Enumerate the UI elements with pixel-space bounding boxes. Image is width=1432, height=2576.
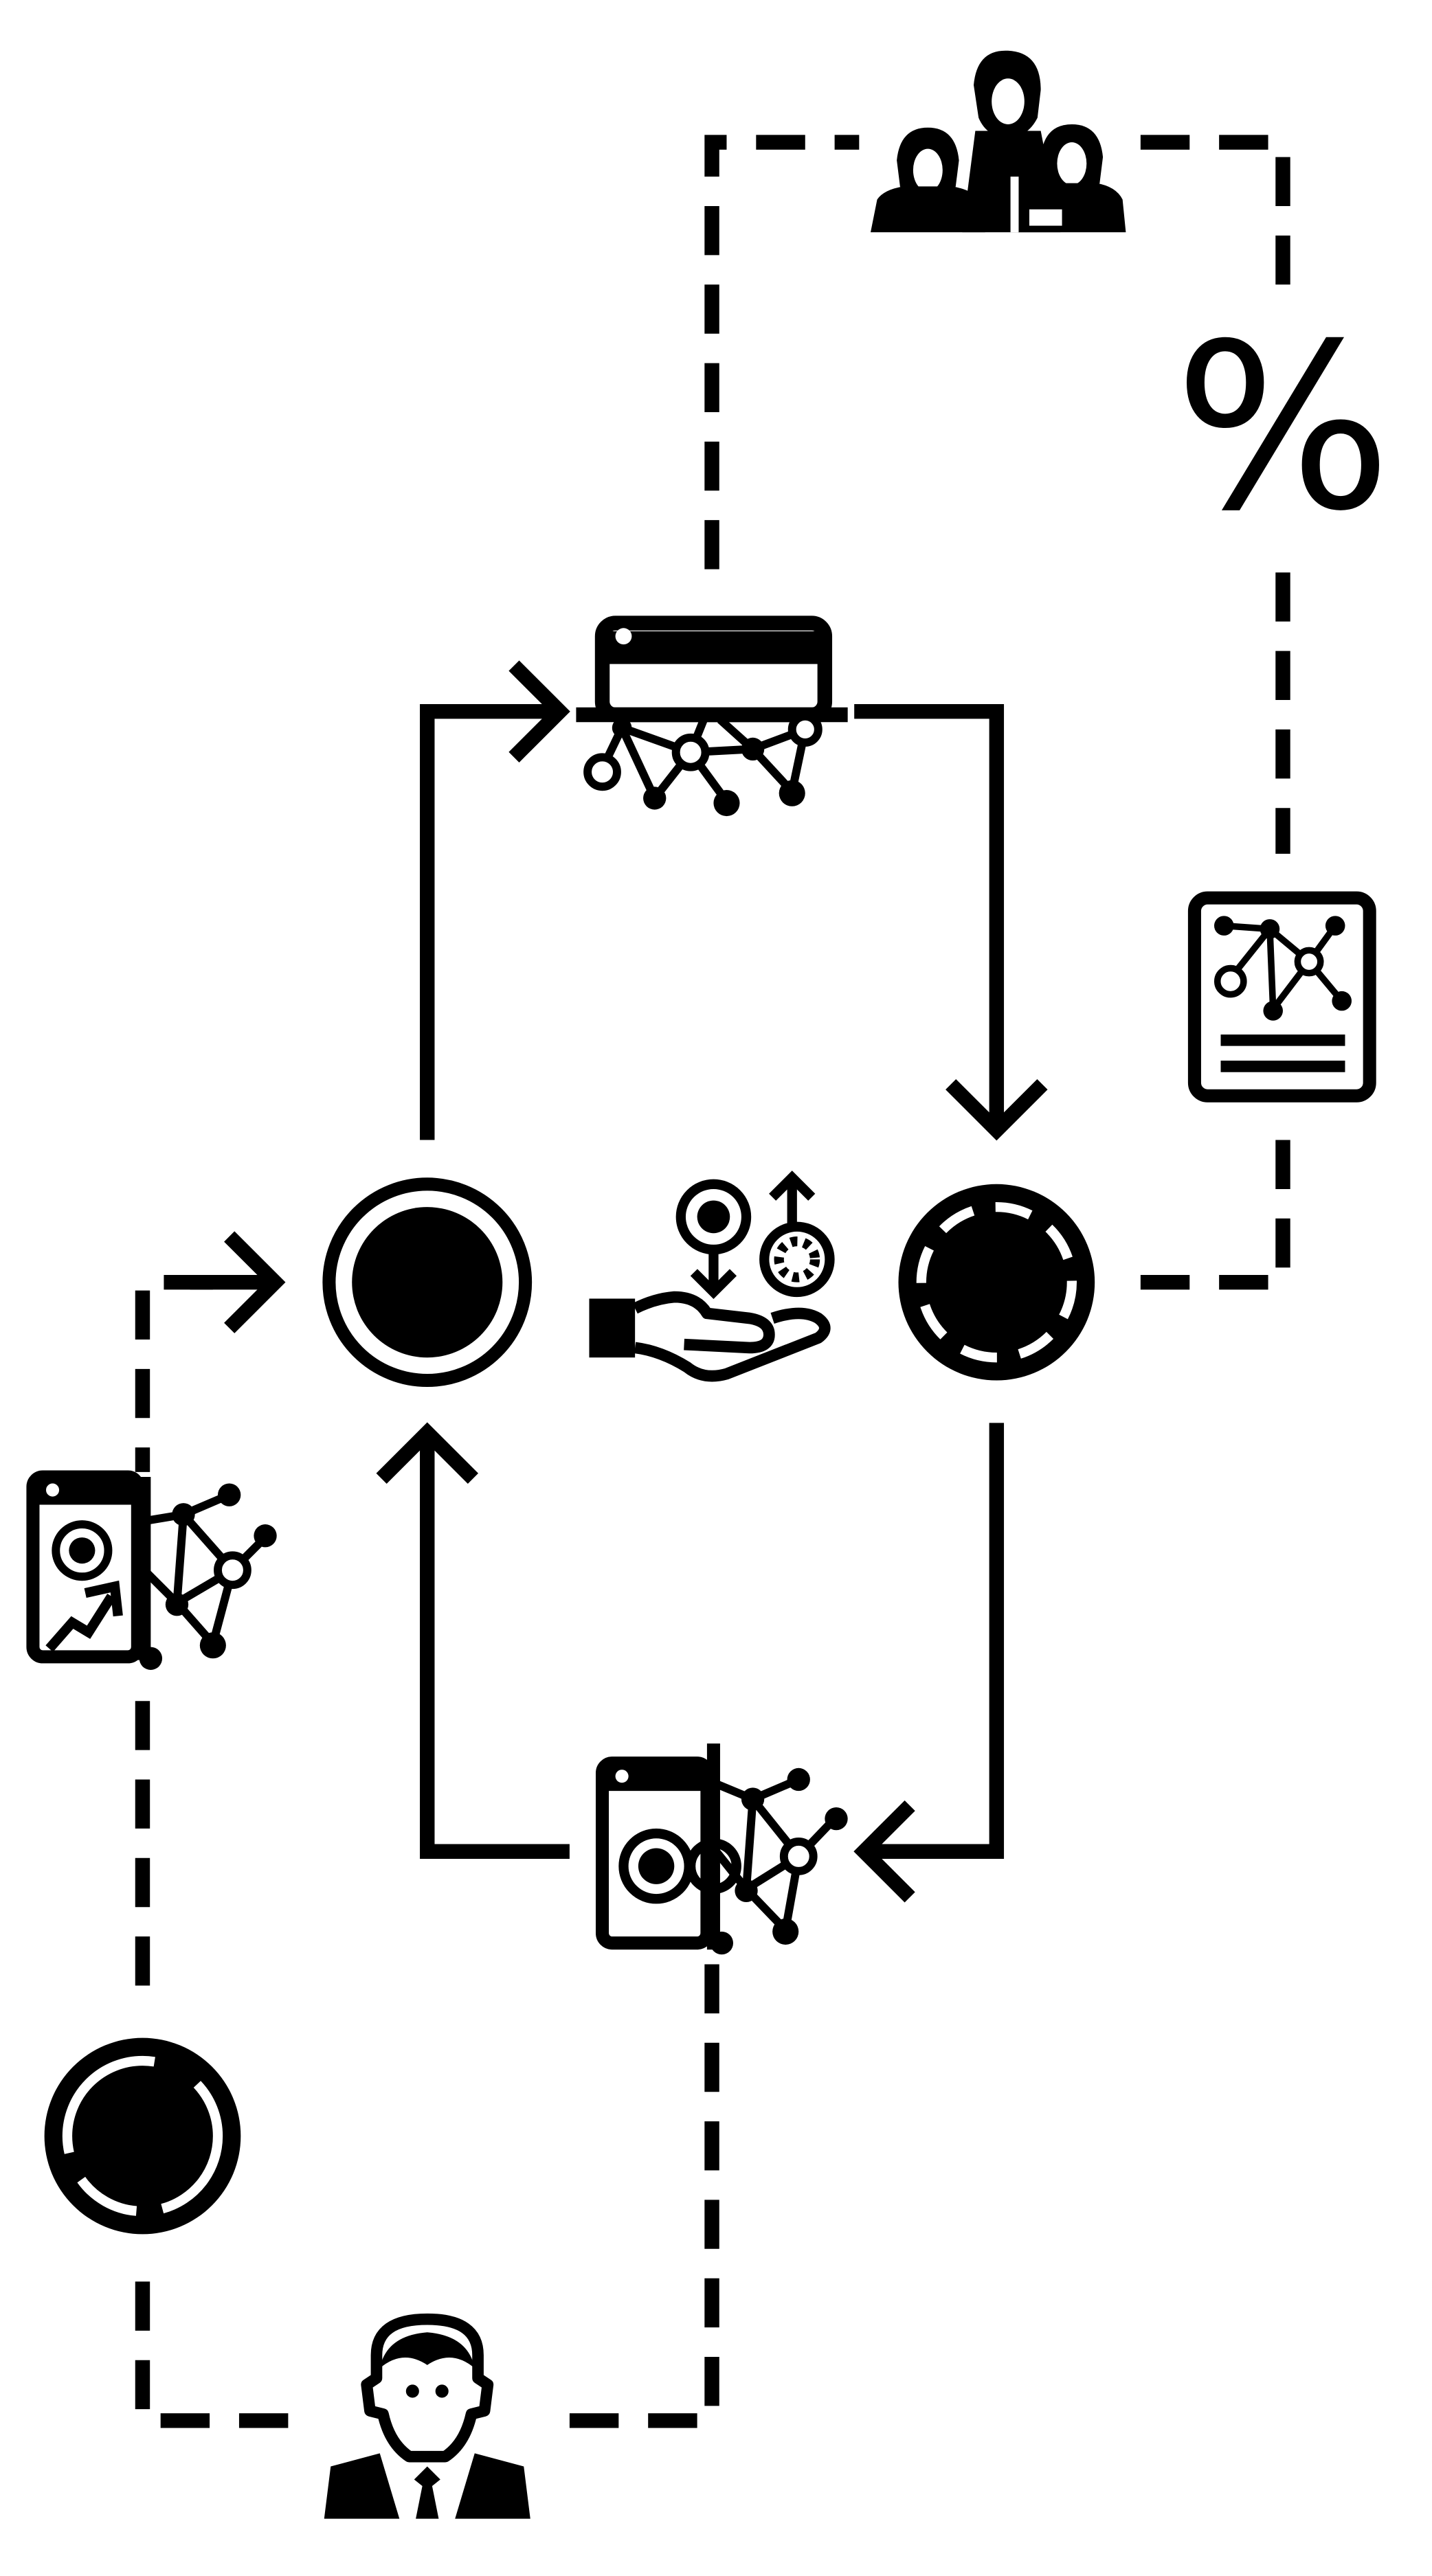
arrow-up-left: [376, 1422, 479, 1484]
solid-connectors: [420, 704, 1005, 1859]
dashed-report-hub: [1140, 1140, 1290, 1290]
network-report-icon: [1187, 891, 1376, 1103]
solid-right-to-bottom: [867, 1423, 1005, 1859]
dashed-person-dashboard: [569, 1954, 719, 2428]
solid-top-to-right: [854, 704, 1005, 1129]
analytics-network-icon: [26, 1470, 277, 1670]
dashed-team-left: [704, 135, 860, 569]
solid-left-to-top: [420, 704, 557, 1140]
businessman-icon: [324, 2313, 530, 2519]
hand-exchange-icon: [589, 1171, 835, 1382]
dashboard-target-network-icon: [596, 1743, 848, 1955]
dashed-left-column: [135, 1274, 213, 1472]
dashboard-network-icon: [576, 615, 848, 817]
arrow-left-bottom: [853, 1800, 915, 1903]
ring-circle-icon: [322, 1177, 533, 1388]
partial-ring-circle-icon: [44, 2037, 241, 2235]
arrow-down-right: [946, 1078, 1048, 1141]
dashed-ring-person: [135, 2281, 295, 2428]
dashed-connectors: [135, 135, 1290, 2428]
arrow-right-left: [224, 1231, 286, 1333]
arrow-right-top: [508, 660, 570, 762]
dashed-ring-circle-icon: [898, 1184, 1095, 1381]
solid-bottom-to-left: [420, 1439, 570, 1859]
arrowheads: [190, 660, 1048, 1903]
percent-label: %: [1174, 295, 1392, 561]
dashed-team-right: [1140, 135, 1290, 295]
team-icon: [871, 50, 1126, 233]
